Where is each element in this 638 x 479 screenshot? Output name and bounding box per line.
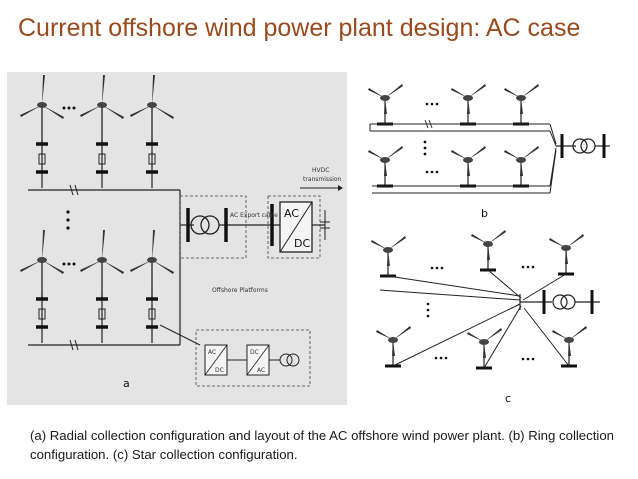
figure-caption: (a) Radial collection configuration and … xyxy=(30,428,614,462)
panel-a-label: a xyxy=(123,377,130,390)
small-ac-text: AC xyxy=(208,349,216,356)
small-dc-text: DC xyxy=(215,367,224,374)
panel-c-label: c xyxy=(505,392,511,405)
converter-dc-text: DC xyxy=(294,237,310,250)
converter-ac-text: AC xyxy=(284,207,299,220)
panel-c: c xyxy=(369,228,600,405)
turbine-row-bottom xyxy=(19,229,175,345)
slide-title: Current offshore wind power plant design… xyxy=(18,14,581,42)
panel-b-label: b xyxy=(481,207,488,220)
transformer-icon xyxy=(190,215,210,235)
panel-b: b xyxy=(366,82,610,220)
transmission-label: transmission xyxy=(303,176,342,183)
small-dc-text-2: DC xyxy=(250,349,259,356)
ac-export-cable-label: AC Export cable xyxy=(230,212,278,219)
hvdc-label: HVDC xyxy=(312,167,329,174)
offshore-platforms-label: Offshore Platforms xyxy=(212,287,268,294)
panel-a: AC Export cable AC DC HVDC transmission … xyxy=(7,72,347,405)
small-ac-text-2: AC xyxy=(257,367,265,374)
turbine-row-top xyxy=(19,74,175,190)
